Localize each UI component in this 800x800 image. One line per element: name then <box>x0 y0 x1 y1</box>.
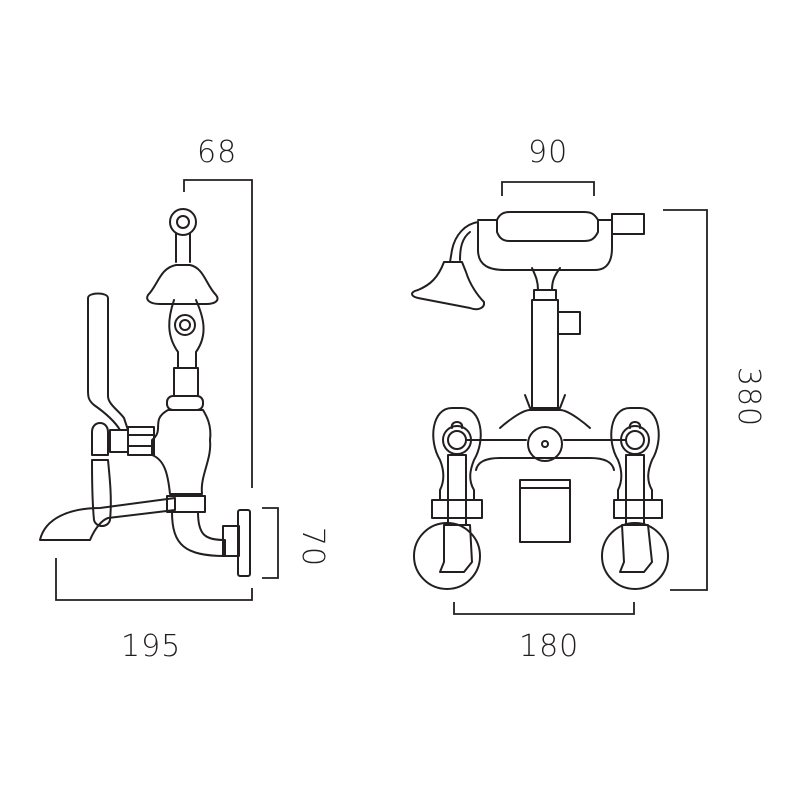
dim-90-bracket <box>501 181 595 196</box>
handset-end-cap <box>611 213 645 235</box>
dim-label-180: 180 <box>519 629 580 664</box>
dim-195-bracket <box>55 558 253 601</box>
dim-label-68: 68 <box>197 135 238 170</box>
spout <box>39 497 176 541</box>
dim-label-380: 380 <box>731 366 767 428</box>
dim-380-bracket <box>663 209 708 591</box>
cradle-ring-icon <box>169 208 197 236</box>
dim-68-bracket <box>183 179 253 488</box>
cradle-fork <box>477 221 613 271</box>
dim-label-195: 195 <box>121 629 182 664</box>
lever-handle-lower <box>91 459 112 527</box>
hex-nut-side <box>127 426 155 456</box>
valve-body-side <box>151 409 212 495</box>
leg-elbow <box>171 511 226 557</box>
dim-label-90: 90 <box>528 135 569 170</box>
left-lever <box>447 454 467 526</box>
shower-bell-side <box>146 264 219 305</box>
bath-spout-front <box>519 487 571 543</box>
riser-column <box>531 299 559 409</box>
lever-handle-upper <box>87 292 129 431</box>
left-valve <box>413 407 483 590</box>
shower-head <box>411 261 486 311</box>
dim-label-70: 70 <box>295 526 331 568</box>
right-wall-plate <box>601 522 669 590</box>
handset-handle <box>496 219 599 242</box>
side-view <box>39 179 279 601</box>
diverter-knob <box>527 426 563 462</box>
left-wall-plate <box>413 522 481 590</box>
right-lever <box>625 454 645 526</box>
front-view <box>411 181 708 615</box>
right-valve <box>601 407 669 590</box>
dim-180-bracket <box>453 602 635 615</box>
wall-plate-side <box>237 509 251 577</box>
dim-70-bracket <box>262 507 279 579</box>
